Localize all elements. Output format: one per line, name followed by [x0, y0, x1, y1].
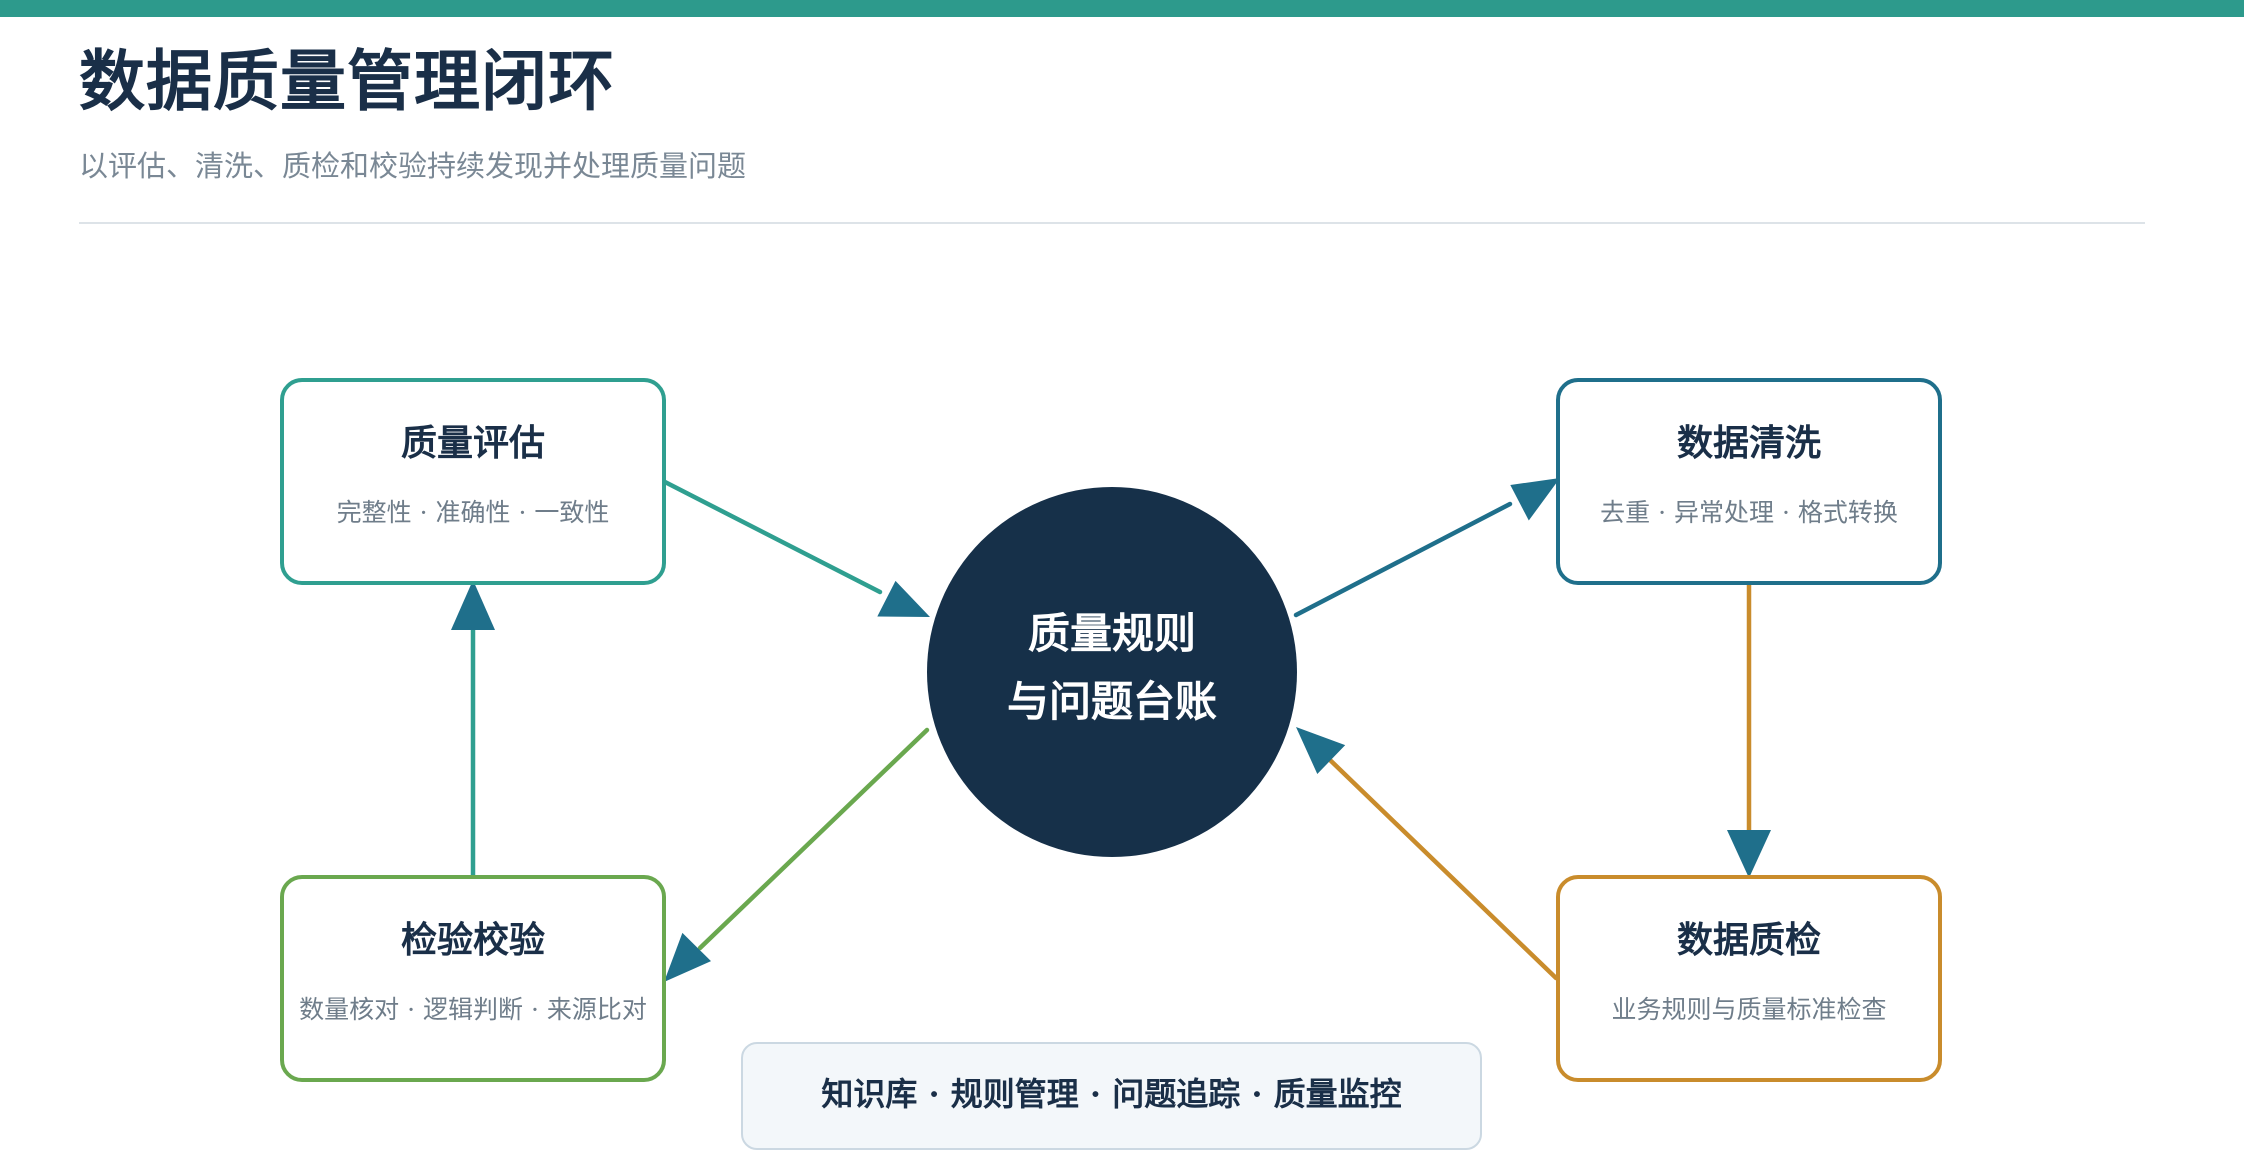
- step-quality-assessment: 质量评估 完整性 · 准确性 · 一致性: [280, 378, 666, 585]
- arrow-assess-to-hub: [662, 479, 930, 617]
- page-title: 数据质量管理闭环: [79, 42, 615, 120]
- arrow-verify-to-assess: [451, 580, 495, 878]
- page-subtitle: 以评估、清洗、质检和校验持续发现并处理质量问题: [79, 149, 747, 183]
- step-description: 去重 · 异常处理 · 格式转换: [1600, 498, 1898, 527]
- step-title: 检验校验: [400, 919, 545, 961]
- support-footer-text: 知识库 · 规则管理 · 问题追踪 · 质量监控: [821, 1075, 1402, 1113]
- step-description: 业务规则与质量标准检查: [1611, 995, 1887, 1024]
- step-title: 数据清洗: [1676, 422, 1821, 464]
- step-description: 完整性 · 准确性 · 一致性: [336, 498, 610, 527]
- support-footer-panel: 知识库 · 规则管理 · 问题追踪 · 质量监控: [741, 1042, 1482, 1150]
- arrow-qc-to-hub: [1296, 727, 1559, 981]
- arrow-hub-to-clean: [1293, 478, 1560, 618]
- arrow-clean-to-qc: [1727, 582, 1771, 878]
- step-title: 数据质检: [1676, 919, 1821, 961]
- header-divider: [79, 222, 2145, 224]
- top-accent-bar: [0, 0, 2244, 17]
- central-hub: 质量规则 与问题台账: [927, 487, 1297, 857]
- step-data-quality-check: 数据质检 业务规则与质量标准检查: [1556, 875, 1942, 1082]
- step-title: 质量评估: [400, 422, 545, 464]
- arrow-hub-to-verify: [664, 727, 930, 982]
- hub-label-line-1: 质量规则: [1027, 609, 1196, 658]
- step-data-cleaning: 数据清洗 去重 · 异常处理 · 格式转换: [1556, 378, 1942, 585]
- step-description: 数量核对 · 逻辑判断 · 来源比对: [299, 995, 647, 1024]
- step-inspection-verification: 检验校验 数量核对 · 逻辑判断 · 来源比对: [280, 875, 666, 1082]
- hub-label-line-2: 与问题台账: [1006, 677, 1217, 726]
